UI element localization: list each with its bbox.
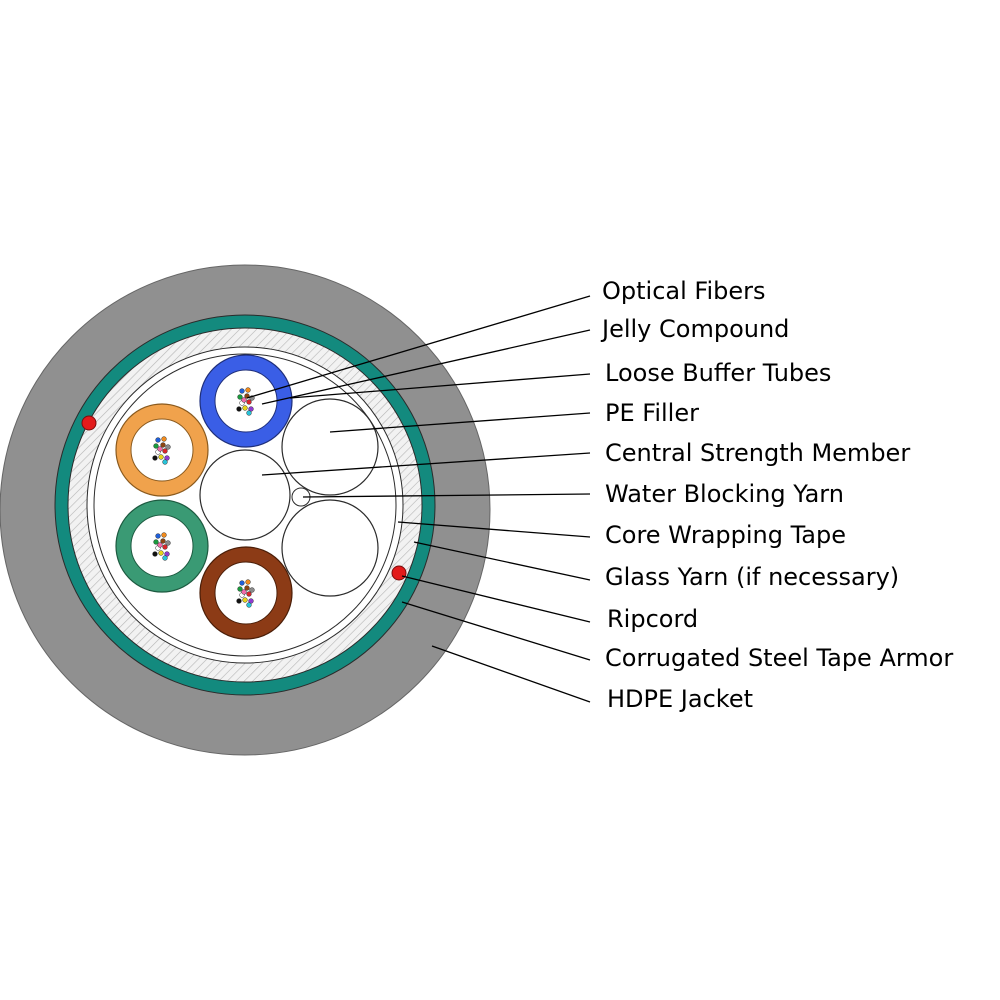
optical-fiber xyxy=(160,442,166,448)
optical-fiber xyxy=(246,410,252,416)
optical-fiber xyxy=(246,399,252,405)
optical-fiber xyxy=(162,459,168,465)
label-glass-yarn: Glass Yarn (if necessary) xyxy=(605,563,899,591)
optical-fiber xyxy=(236,406,242,412)
optical-fiber-bundle xyxy=(236,579,255,608)
optical-fiber xyxy=(162,544,168,550)
optical-fiber xyxy=(153,539,159,545)
optical-fiber xyxy=(239,580,245,586)
optical-fiber xyxy=(155,437,161,443)
optical-fiber xyxy=(246,602,252,608)
loose-buffer-tube-orange xyxy=(115,403,209,497)
optical-fiber xyxy=(152,455,158,461)
optical-fiber xyxy=(157,542,163,548)
optical-fiber-bundle xyxy=(152,436,171,465)
loose-buffer-tube-brown xyxy=(199,546,293,640)
optical-fiber xyxy=(245,387,251,393)
leader-ripcord xyxy=(401,575,591,623)
optical-fiber xyxy=(162,448,168,454)
optical-fiber-bundle xyxy=(152,532,171,561)
optical-fiber xyxy=(237,394,243,400)
leader-central-strength-member xyxy=(261,452,591,476)
ripcord-left xyxy=(81,415,97,431)
optical-fiber xyxy=(237,586,243,592)
optical-fiber xyxy=(153,443,159,449)
pe-filler-top xyxy=(281,398,379,496)
label-ripcord: Ripcord xyxy=(607,605,698,633)
optical-fiber xyxy=(249,587,255,593)
labels: Optical Fibers Jelly Compound Loose Buff… xyxy=(600,277,953,713)
optical-fiber xyxy=(165,444,171,450)
label-pe-filler: PE Filler xyxy=(605,399,699,427)
loose-buffer-tube-green xyxy=(115,499,209,593)
optical-fiber xyxy=(165,540,171,546)
central-strength-member xyxy=(199,449,291,541)
optical-fiber xyxy=(161,436,167,442)
optical-fiber xyxy=(241,589,247,595)
optical-fiber xyxy=(242,597,248,603)
leader-jelly-compound xyxy=(261,329,591,405)
optical-fiber-bundle xyxy=(236,387,255,416)
leader-steel-tape-armor xyxy=(401,601,591,661)
label-loose-buffer-tubes: Loose Buffer Tubes xyxy=(605,359,831,387)
leader-loose-buffer-tubes xyxy=(289,373,591,399)
leader-optical-fibers xyxy=(246,295,591,399)
optical-fiber xyxy=(158,454,164,460)
leader-water-blocking-yarn xyxy=(302,493,591,498)
optical-fiber xyxy=(157,446,163,452)
optical-fiber xyxy=(162,555,168,561)
optical-fiber xyxy=(160,538,166,544)
optical-fiber xyxy=(158,550,164,556)
optical-fiber xyxy=(239,388,245,394)
pe-filler-bottom xyxy=(281,499,379,597)
leader-lines xyxy=(246,295,591,703)
optical-fiber xyxy=(242,405,248,411)
leader-core-wrapping-tape xyxy=(397,521,591,538)
label-core-wrapping-tape: Core Wrapping Tape xyxy=(605,521,846,549)
label-water-blocking-yarn: Water Blocking Yarn xyxy=(605,480,844,508)
optical-fiber xyxy=(161,532,167,538)
ripcord-right xyxy=(391,565,407,581)
optical-fiber xyxy=(152,551,158,557)
leader-glass-yarn xyxy=(413,541,591,581)
label-steel-tape-armor: Corrugated Steel Tape Armor xyxy=(605,644,953,672)
label-hdpe-jacket: HDPE Jacket xyxy=(607,685,753,713)
label-central-strength-member: Central Strength Member xyxy=(605,439,910,467)
optical-fiber xyxy=(245,579,251,585)
leader-pe-filler xyxy=(329,412,591,433)
label-jelly-compound: Jelly Compound xyxy=(600,315,789,343)
optical-fiber xyxy=(246,591,252,597)
leader-hdpe-jacket xyxy=(431,645,591,703)
optical-fiber xyxy=(236,598,242,604)
optical-fiber xyxy=(241,397,247,403)
label-optical-fibers: Optical Fibers xyxy=(602,277,766,305)
optical-fiber xyxy=(244,585,250,591)
optical-fiber xyxy=(155,533,161,539)
